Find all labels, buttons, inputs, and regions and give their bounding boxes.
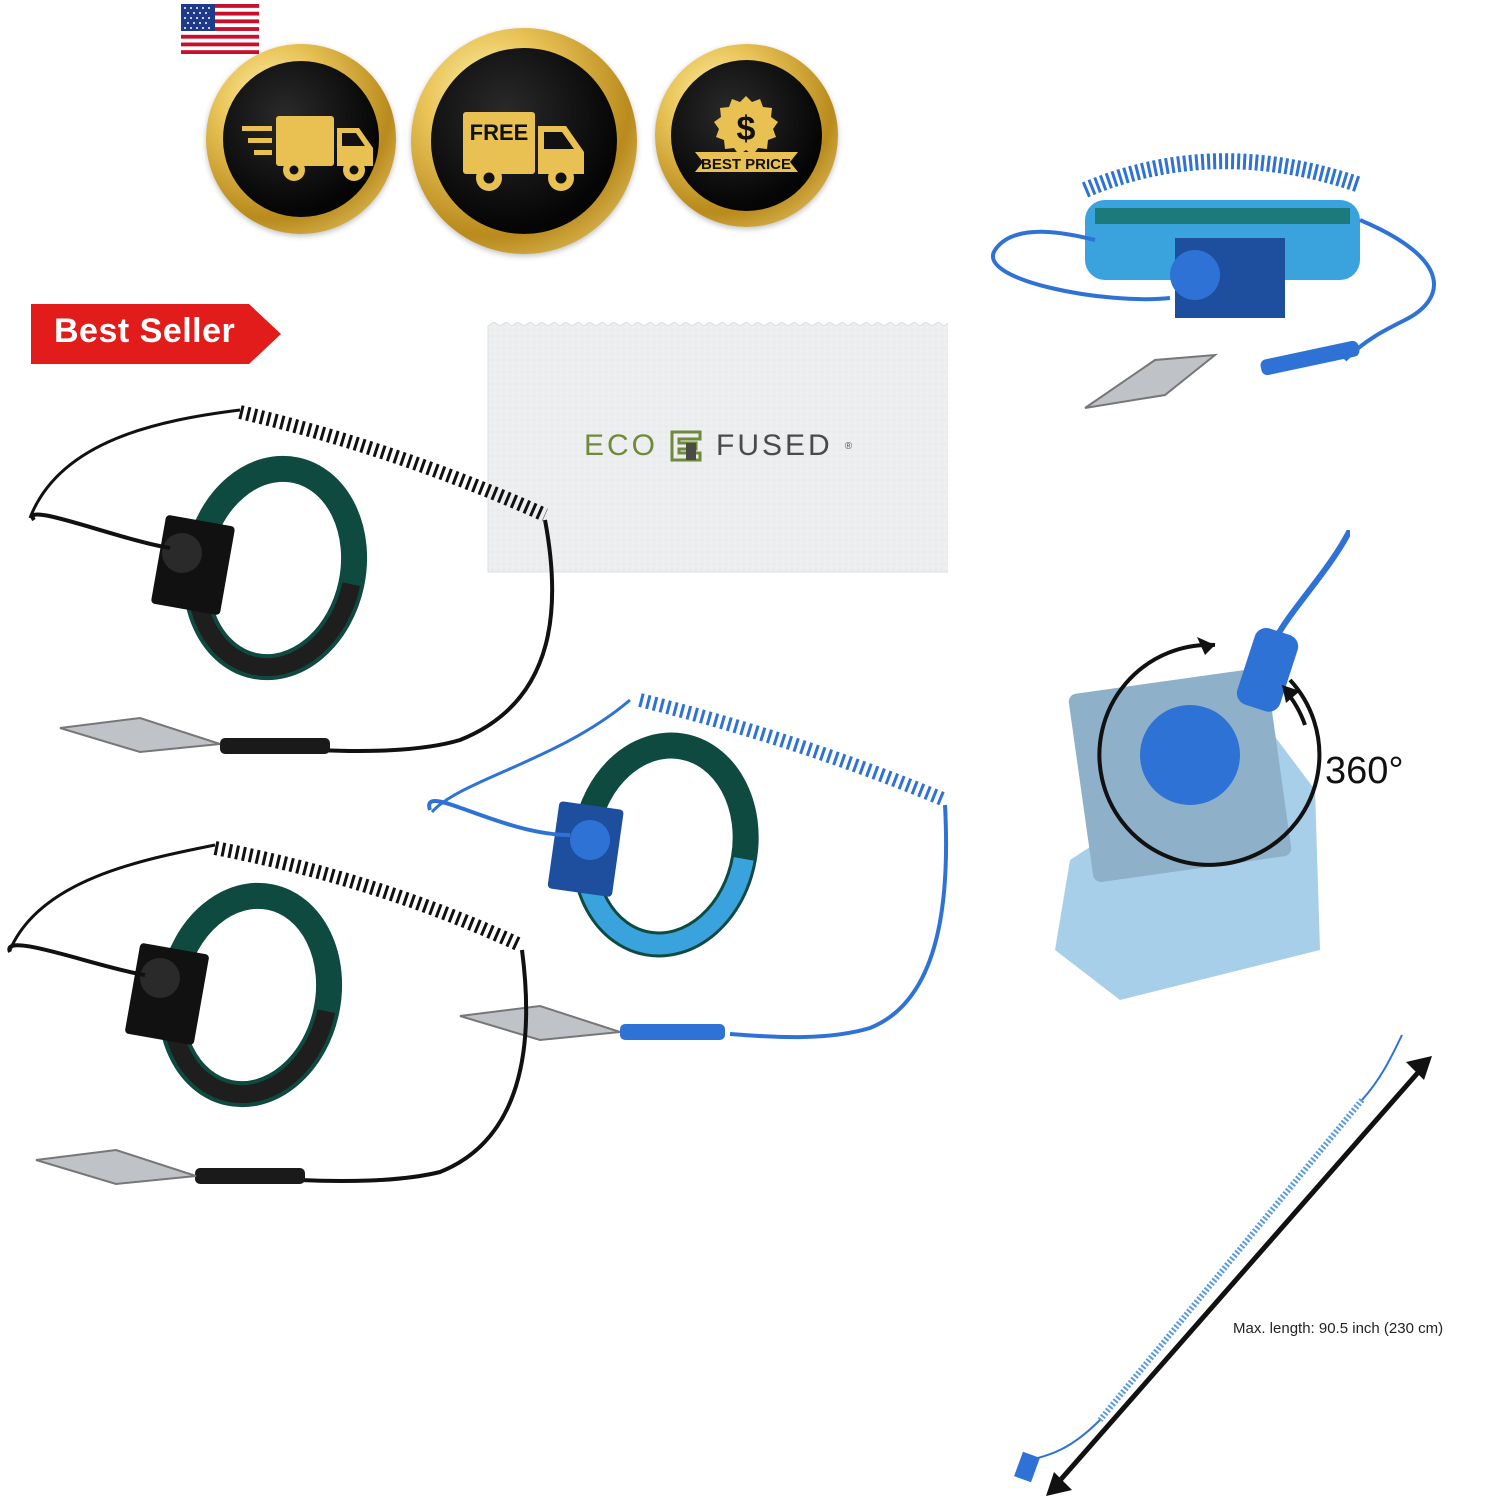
fast-delivery-badge: [206, 44, 396, 234]
eco-fused-mark-icon: [670, 430, 702, 462]
length-arrow-icon: [1046, 1056, 1432, 1496]
best-price-label: BEST PRICE: [701, 156, 791, 173]
us-flag-icon: [181, 4, 259, 54]
brand-eco: ECO: [584, 429, 659, 462]
blue-strap-with-clip-image: [990, 153, 1436, 409]
eco-fused-logo: ECO FUSED ®: [584, 428, 855, 464]
fast-delivery-truck-icon: [242, 116, 373, 181]
black-wrist-strap-top: [28, 405, 555, 754]
black-wrist-strap-bottom: [7, 841, 529, 1186]
cleaning-cloth: ECO FUSED ®: [484, 322, 948, 576]
rotation-degree-label: 360°: [1325, 750, 1404, 792]
best-price-badge: $ BEST PRICE: [655, 44, 838, 227]
rotating-snap-image: [1055, 530, 1350, 1000]
brand-fused: FUSED: [716, 429, 833, 462]
free-label: FREE: [470, 120, 529, 145]
max-length-label: Max. length: 90.5 inch (230 cm): [1233, 1320, 1444, 1337]
dollar-symbol: $: [737, 110, 756, 148]
best-seller-label: Best Seller: [54, 312, 236, 350]
free-shipping-truck-icon: [463, 112, 584, 191]
cable-length-image: [1014, 1034, 1432, 1496]
blue-wrist-strap: [427, 693, 949, 1042]
rotation-arrows-icon: [1097, 637, 1322, 867]
free-shipping-badge: FREE: [411, 28, 637, 254]
registered-mark: ®: [844, 440, 856, 452]
wrist-straps-set-image: [7, 405, 949, 1186]
best-price-seal-icon: [695, 96, 798, 172]
best-seller-ribbon: Best Seller: [31, 304, 281, 364]
